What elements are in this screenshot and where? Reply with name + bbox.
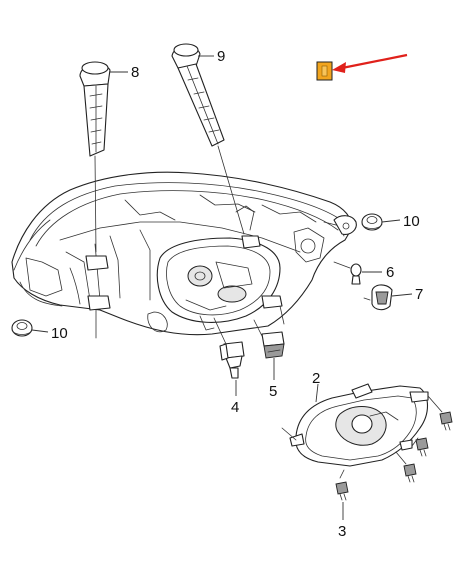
callout-3: 3	[338, 523, 346, 540]
part-6-bulb	[333, 261, 362, 285]
part-10-grommet-right	[361, 213, 383, 231]
callout-6: 6	[386, 264, 394, 281]
part-9-retaining-clip	[171, 43, 245, 235]
callout-10-left: 10	[51, 325, 68, 342]
part-10-grommet-left	[11, 319, 33, 337]
part-8-retaining-clip	[79, 61, 111, 253]
headlamp-housing	[11, 171, 357, 339]
part-7-bulb-socket	[363, 284, 393, 311]
part-1-highlight	[316, 61, 333, 81]
callout-8: 8	[131, 64, 139, 81]
part-2-auxiliary-lamp	[281, 383, 429, 467]
callout-9: 9	[217, 48, 225, 65]
callout-5: 5	[269, 383, 277, 400]
callout-7: 7	[415, 286, 423, 303]
callout-10-right: 10	[403, 213, 420, 230]
part-3-screws	[335, 395, 453, 501]
callout-labels: 8 9 10 10 6 7 4 5 2 3	[51, 48, 423, 540]
part-4-bulb	[213, 317, 245, 379]
red-arrow-icon	[332, 53, 408, 73]
leader-lines	[31, 55, 413, 520]
callout-2: 2	[312, 370, 320, 387]
part-5-bulb	[253, 319, 285, 359]
callout-4: 4	[231, 399, 239, 416]
